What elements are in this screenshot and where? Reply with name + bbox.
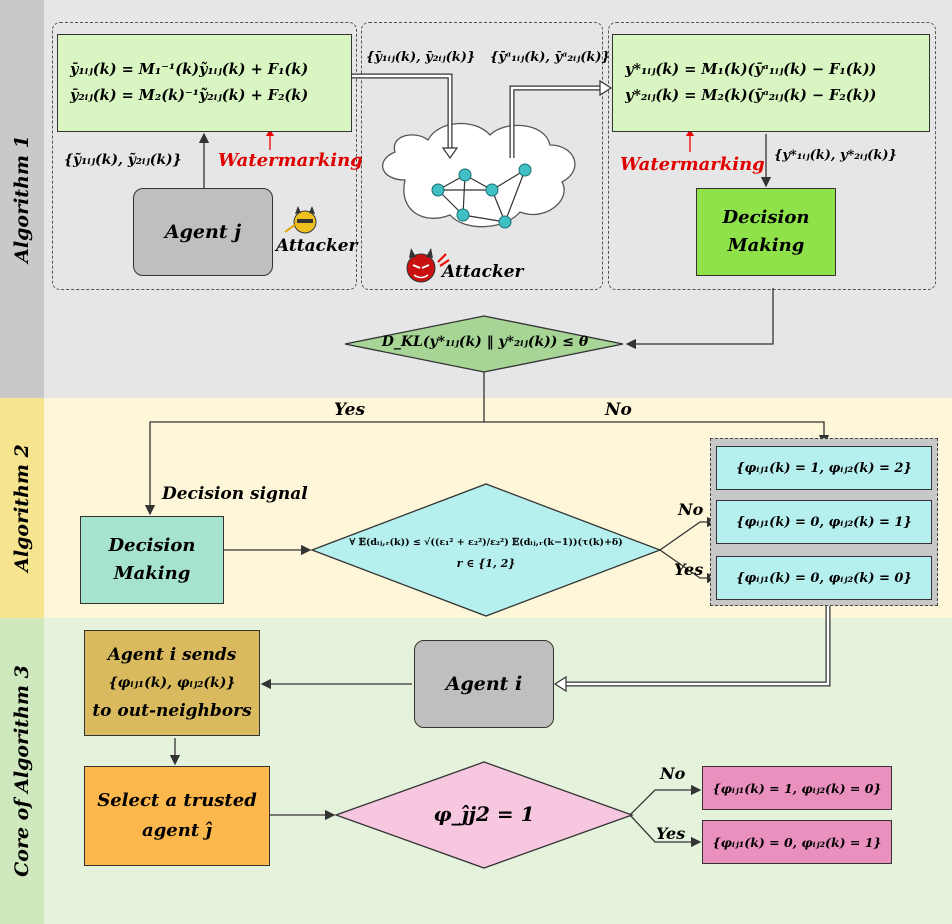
panel-receiver bbox=[608, 22, 936, 290]
kl-diamond-shape bbox=[344, 315, 624, 373]
send-box: Agent i sends {φᵢⱼ₁(k), φᵢⱼ₂(k)} to out-… bbox=[84, 630, 260, 736]
output-box-2: {φᵢⱼ₁(k) = 0, φᵢⱼ₂(k) = 1} bbox=[716, 500, 932, 544]
decision-label-1a: Decision bbox=[722, 207, 810, 228]
condition-line-2: r ∈ {1, 2} bbox=[456, 557, 516, 570]
decision-label-1b: Making bbox=[727, 235, 805, 256]
decision-making-box-1: Decision Making bbox=[696, 188, 836, 276]
trusted-output-yes-label: {φᵢⱼ₁(k) = 0, φᵢⱼ₂(k) = 1} bbox=[712, 834, 882, 850]
star-set-label: {y*₁ᵢⱼ(k), y*₂ᵢⱼ(k)} bbox=[774, 148, 897, 163]
trusted-output-yes: {φᵢⱼ₁(k) = 0, φᵢⱼ₂(k) = 1} bbox=[702, 820, 892, 864]
bar-set-label: {ȳ₁ᵢⱼ(k), ȳ₂ᵢⱼ(k)} bbox=[366, 50, 476, 65]
panel-network bbox=[361, 22, 603, 290]
no-label-3: No bbox=[660, 764, 686, 783]
demodulation-box: ȳ₁ᵢⱼ(k) = M₁⁻¹(k)ỹ₁ᵢⱼ(k) + F₁(k) ȳ₂ᵢⱼ(k)… bbox=[57, 34, 352, 132]
condition-diamond-shape bbox=[310, 483, 662, 617]
select-box: Select a trusted agent ĵ bbox=[84, 766, 270, 866]
decision-label-2b: Making bbox=[113, 563, 191, 584]
attacker-icon-large bbox=[406, 248, 450, 283]
output-label-3: {φᵢⱼ₁(k) = 0, φᵢⱼ₂(k) = 0} bbox=[736, 570, 912, 586]
select-label-1: Select a trusted bbox=[97, 790, 257, 811]
select-label-2: agent ĵ bbox=[142, 820, 212, 841]
right-equation-2: y*₂ᵢⱼ(k) = M₂(k)(ȳᵃ₂ᵢⱼ(k) − F₂(k)) bbox=[625, 87, 877, 104]
attacker-label-large: Attacker bbox=[442, 262, 524, 282]
output-label-2: {φᵢⱼ₁(k) = 0, φᵢⱼ₂(k) = 1} bbox=[736, 514, 912, 530]
attacker-icon-small bbox=[284, 206, 317, 234]
no-label: No bbox=[605, 400, 632, 420]
output-box-3: {φᵢⱼ₁(k) = 0, φᵢⱼ₂(k) = 0} bbox=[716, 556, 932, 600]
agent-i-box: Agent i bbox=[414, 640, 554, 728]
yes-label-3: Yes bbox=[656, 824, 686, 843]
send-label-1: Agent i sends bbox=[107, 645, 237, 665]
decision-making-box-2: Decision Making bbox=[80, 516, 224, 604]
yes-label-2: Yes bbox=[674, 560, 704, 579]
right-equation-1: y*₁ᵢⱼ(k) = M₁(k)(ȳᵃ₁ᵢⱼ(k) − F₁(k)) bbox=[625, 61, 877, 78]
left-equation-2: ȳ₂ᵢⱼ(k) = M₂(k)⁻¹ỹ₂ᵢⱼ(k) + F₂(k) bbox=[70, 87, 309, 104]
trusted-condition-label: φ_ĵj2 = 1 bbox=[433, 802, 535, 826]
trusted-output-no: {φᵢⱼ₁(k) = 1, φᵢⱼ₂(k) = 0} bbox=[702, 766, 892, 810]
watermarking-right-label: Watermarking bbox=[620, 154, 765, 175]
band-tab-1: Algorithm 1 bbox=[0, 0, 44, 398]
modulation-box: y*₁ᵢⱼ(k) = M₁(k)(ȳᵃ₁ᵢⱼ(k) − F₁(k)) y*₂ᵢⱼ… bbox=[612, 34, 930, 132]
band-tab-2: Algorithm 2 bbox=[0, 398, 44, 618]
tilde-set-label: {ỹ₁ᵢⱼ(k), ỹ₂ᵢⱼ(k)} bbox=[64, 152, 182, 168]
agent-i-label: Agent i bbox=[445, 673, 523, 695]
no-label-2: No bbox=[678, 500, 704, 519]
decision-signal-label: Decision signal bbox=[162, 484, 308, 504]
send-label-2: {φᵢⱼ₁(k), φᵢⱼ₂(k)} bbox=[108, 675, 236, 691]
condition-line-1: ∀ 𝔼(dᵢⱼ,ᵣ(k)) ≤ √((ε₁² + ε₂²)/ε₂²) 𝔼(dᵢⱼ… bbox=[349, 537, 623, 548]
network-cloud bbox=[382, 122, 576, 229]
decision-label-2a: Decision bbox=[108, 535, 196, 556]
agent-j-label: Agent j bbox=[164, 221, 242, 243]
kl-test-label: D_KL(y*₁ᵢⱼ(k) ‖ y*₂ᵢⱼ(k)) ≤ θ bbox=[381, 334, 589, 350]
attacked-set-label: {ȳᵃ₁ᵢⱼ(k), ȳᵃ₂ᵢⱼ(k)} bbox=[490, 50, 610, 65]
output-label-1: {φᵢⱼ₁(k) = 1, φᵢⱼ₂(k) = 2} bbox=[736, 460, 912, 476]
output-box-1: {φᵢⱼ₁(k) = 1, φᵢⱼ₂(k) = 2} bbox=[716, 446, 932, 490]
attacker-label-small: Attacker bbox=[276, 236, 358, 256]
trusted-output-no-label: {φᵢⱼ₁(k) = 1, φᵢⱼ₂(k) = 0} bbox=[712, 780, 882, 796]
left-equation-1: ȳ₁ᵢⱼ(k) = M₁⁻¹(k)ỹ₁ᵢⱼ(k) + F₁(k) bbox=[70, 61, 309, 78]
band-tab-3: Core of Algorithm 3 bbox=[0, 618, 44, 924]
agent-j-box: Agent j bbox=[133, 188, 273, 276]
watermarking-left-label: Watermarking bbox=[218, 150, 363, 171]
yes-label: Yes bbox=[334, 400, 366, 420]
trusted-diamond-shape bbox=[334, 761, 634, 869]
panel-sender bbox=[52, 22, 357, 290]
send-label-3: to out-neighbors bbox=[92, 701, 252, 721]
